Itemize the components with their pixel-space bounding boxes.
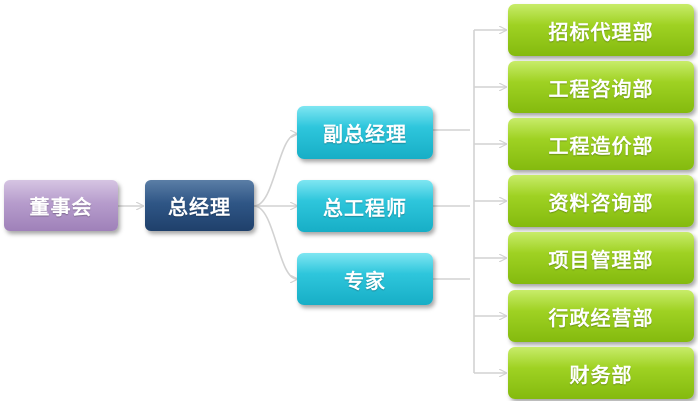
gm-label: 总经理 (168, 195, 231, 219)
dept-finance: 财务部 (508, 347, 694, 399)
expert-label: 专家 (344, 268, 386, 293)
dept-bidding-agency: 招标代理部 (508, 4, 694, 56)
board-node: 董事会 (4, 180, 118, 231)
chief-engineer-label: 总工程师 (323, 195, 407, 220)
dept-project-management: 项目管理部 (508, 232, 694, 284)
deputy-gm-label: 副总经理 (323, 122, 407, 146)
expert-node: 专家 (297, 253, 433, 305)
dept-label: 资料咨询部 (548, 190, 654, 215)
dept-label: 财务部 (569, 362, 633, 387)
dept-document-consulting: 资料咨询部 (508, 175, 694, 227)
connector-gm-deputy (253, 134, 297, 207)
board-label: 董事会 (29, 195, 93, 219)
dept-administration: 行政经营部 (508, 290, 694, 342)
dept-label: 工程造价部 (548, 133, 654, 158)
dept-label: 工程咨询部 (548, 76, 654, 101)
dept-cost-engineering: 工程造价部 (508, 118, 694, 170)
dept-label: 项目管理部 (548, 247, 654, 272)
gm-node: 总经理 (145, 180, 254, 231)
dept-engineering-consulting: 工程咨询部 (508, 61, 694, 113)
chief-engineer-node: 总工程师 (297, 180, 433, 232)
dept-label: 招标代理部 (548, 19, 654, 44)
dept-label: 行政经营部 (548, 305, 654, 330)
connector-gm-expert (253, 205, 297, 279)
deputy-gm-node: 副总经理 (297, 106, 433, 159)
